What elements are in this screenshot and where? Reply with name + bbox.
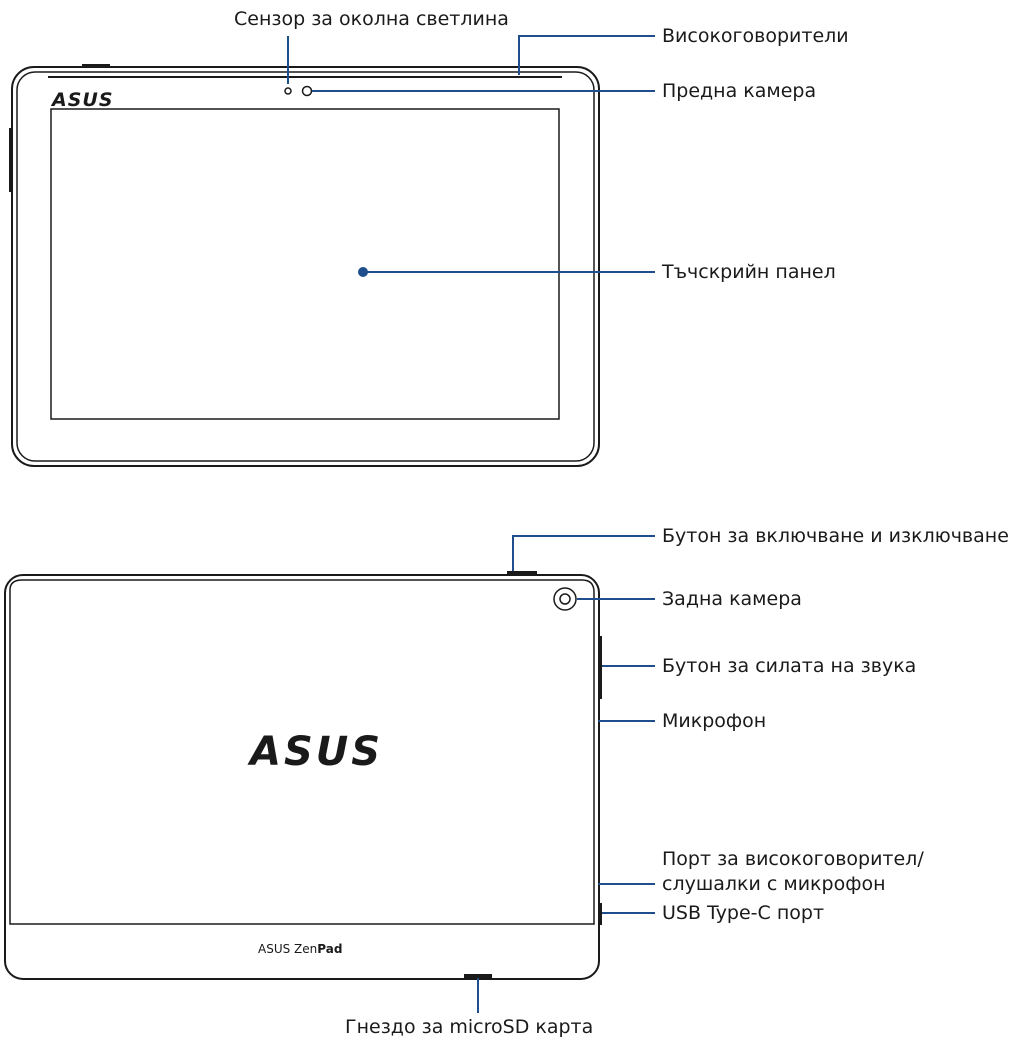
front-body-inner bbox=[16, 71, 595, 462]
ambient-light-sensor-icon bbox=[284, 87, 292, 95]
label-headphone-port-line2: слушалки с микрофон bbox=[662, 873, 886, 895]
rear-camera-outer bbox=[553, 587, 577, 611]
label-power-button: Бутон за включване и изключване bbox=[662, 525, 1009, 547]
label-rear-camera: Задна камера bbox=[662, 588, 802, 610]
back-body-inner bbox=[9, 579, 595, 925]
label-touchscreen-panel: Тъчскрийн панел bbox=[662, 261, 836, 283]
label-ambient-light-sensor: Сензор за околна светлина bbox=[234, 8, 509, 30]
label-headphone-port-line1: Порт за високоговорител/ bbox=[662, 848, 924, 870]
volume-button-shape bbox=[598, 636, 602, 699]
front-side-button bbox=[9, 128, 13, 192]
label-front-camera: Предна камера bbox=[662, 80, 817, 102]
leader-speakers bbox=[518, 35, 655, 75]
zenpad-brand: ASUS ZenPad bbox=[258, 942, 342, 956]
label-usb-port: USB Type-C порт bbox=[662, 902, 825, 924]
back-view: ASUS ASUS ZenPad bbox=[4, 535, 655, 1013]
label-microphone: Микрофон bbox=[662, 710, 767, 732]
front-view: ASUS bbox=[9, 35, 655, 467]
front-asus-logo: ASUS bbox=[50, 89, 114, 111]
touchscreen bbox=[50, 108, 560, 420]
usb-port-shape bbox=[598, 903, 602, 925]
touchscreen-dot bbox=[358, 267, 368, 277]
rear-camera-inner bbox=[559, 593, 571, 605]
label-speakers: Високоговорители bbox=[662, 25, 849, 47]
back-asus-logo: ASUS bbox=[247, 729, 383, 775]
power-button-shape bbox=[507, 571, 537, 575]
front-top-button bbox=[82, 64, 110, 67]
front-camera-icon bbox=[301, 85, 313, 97]
label-microsd-slot: Гнездо за microSD карта bbox=[345, 1016, 594, 1038]
leader-power-button bbox=[512, 535, 655, 571]
back-body-outer bbox=[4, 574, 600, 980]
microsd-slot-shape bbox=[464, 974, 492, 978]
label-volume-button: Бутон за силата на звука bbox=[662, 655, 917, 677]
